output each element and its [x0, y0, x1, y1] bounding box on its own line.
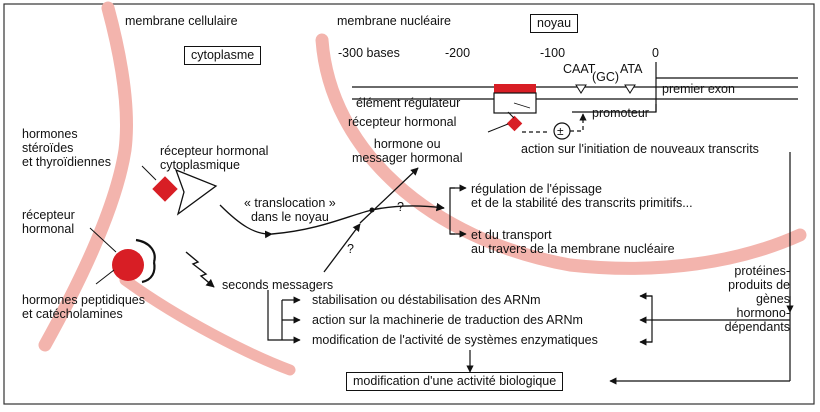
axis-minus100: -100 — [540, 46, 566, 60]
hormones-peptidiques-label: hormones peptidiques et catécholamines — [22, 293, 145, 321]
frame — [3, 3, 815, 405]
hormone-near-gene — [506, 115, 523, 132]
steroid-hormone-diamond — [152, 176, 178, 202]
result-box: modification d'une activité biologique — [346, 372, 564, 391]
element-regulateur-label: élément régulateur — [356, 96, 461, 110]
cell-membrane-arc — [38, 1, 133, 352]
signal-zigzag — [185, 251, 215, 288]
question-mark-lower: ? — [347, 242, 354, 256]
seconds-messagers-label: seconds messagers — [222, 278, 334, 292]
effect-item-enzymatiques: modification de l'activité de systèmes e… — [312, 333, 598, 347]
hormone-messager-label: hormone ou messager hormonal — [352, 137, 463, 165]
cell-membrane-arc-lower — [119, 274, 296, 376]
axis-minus300: -300 bases — [338, 46, 400, 60]
regulation-epissage-label: régulation de l'épissage et de la stabil… — [471, 182, 693, 210]
hormones-steroides-label: hormones stéroïdes et thyroïdiennes — [22, 127, 111, 169]
axis-minus200: -200 — [445, 46, 471, 60]
premier-exon-label: premier exon — [662, 82, 735, 96]
action-initiation-label: action sur l'initiation de nouveaux tran… — [521, 142, 759, 156]
membrane-receptor — [135, 238, 156, 263]
axis-zero: 0 — [652, 46, 659, 60]
transport-label: et du transport au travers de la membran… — [471, 228, 675, 256]
caat-marker — [575, 84, 587, 94]
ata-marker — [624, 84, 636, 94]
label-cytoplasme: cytoplasme — [184, 46, 262, 65]
recepteur-cytoplasmique-label: récepteur hormonal cytoplasmique — [160, 144, 269, 172]
label-cell-membrane: membrane cellulaire — [125, 14, 238, 28]
question-mark-upper: ? — [397, 200, 404, 214]
promoteur-label: promoteur — [592, 106, 649, 120]
cytoplasmic-receptor — [174, 168, 218, 216]
recepteur-hormonal-nucleus-label: récepteur hormonal — [348, 115, 457, 129]
effect-item-traduction: action sur la machinerie de traduction d… — [312, 313, 583, 327]
translocation-label: « translocation » dans le noyau — [244, 196, 336, 224]
gc-label: (GC) — [592, 70, 620, 84]
ata-label: ATA — [620, 62, 643, 76]
effect-item-stabilisation: stabilisation ou déstabilisation des ARN… — [312, 293, 541, 307]
recepteur-membranaire-label: récepteur hormonal — [22, 208, 75, 236]
nuclear-membrane-arc — [315, 33, 807, 275]
plus-minus-label: ± — [557, 124, 564, 138]
regulatory-element — [494, 84, 536, 93]
proteines-label: protéines- produits de gènes hormono- dé… — [724, 264, 790, 334]
peptide-hormone-circle — [112, 249, 144, 281]
label-nuclear-membrane: membrane nucléaire — [337, 14, 451, 28]
label-noyau: noyau — [530, 14, 579, 33]
caat-label: CAAT — [563, 62, 596, 76]
